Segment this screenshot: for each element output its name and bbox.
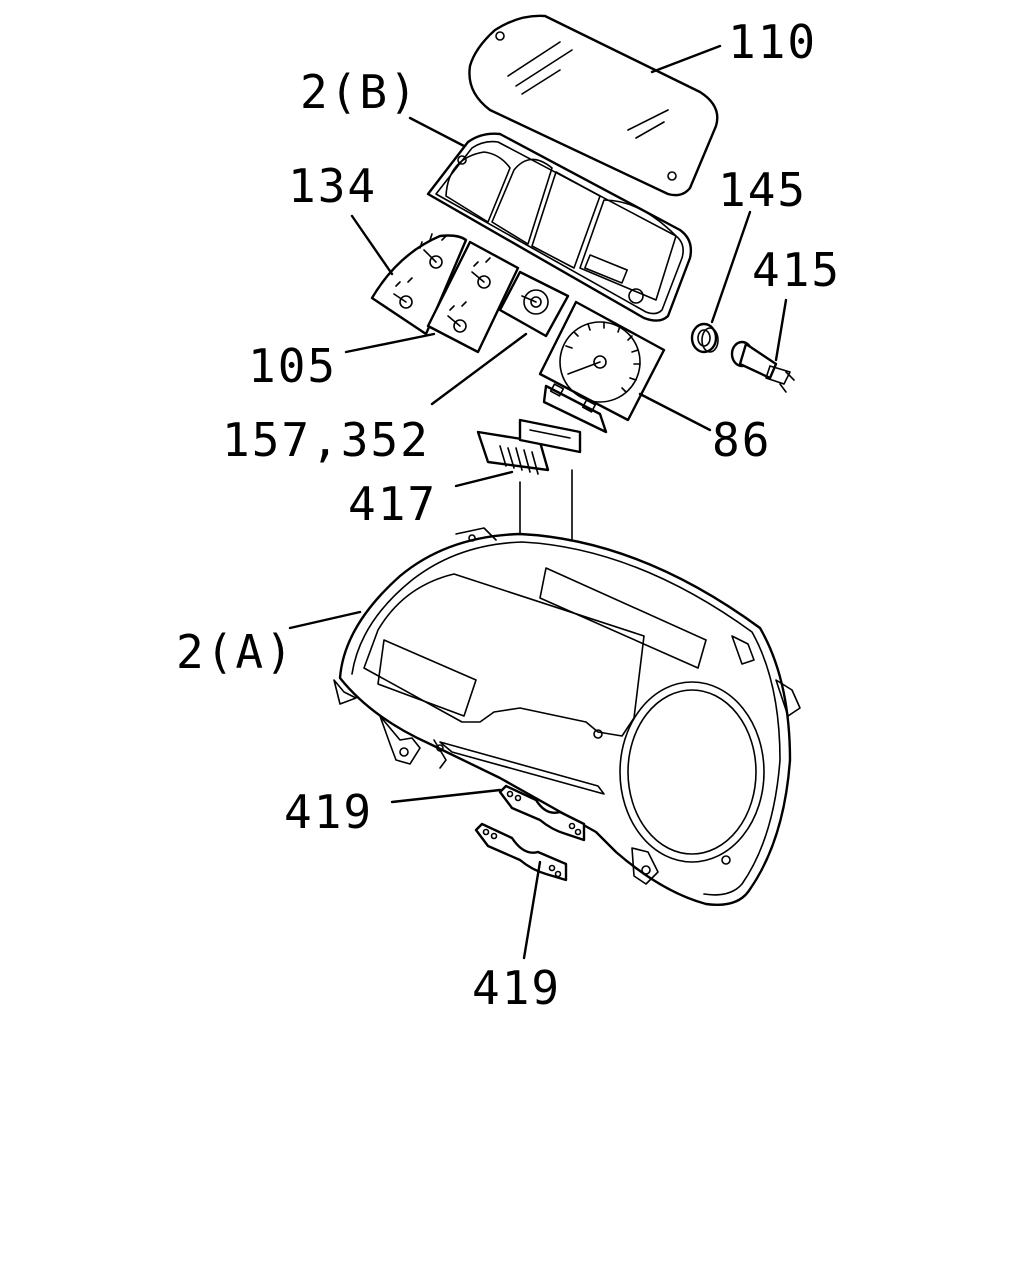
part-145-socket	[690, 322, 719, 354]
part-2a-housing	[333, 527, 801, 906]
label-86: 86	[712, 413, 771, 467]
label-2b: 2(B)	[300, 65, 419, 119]
label-419-upper: 419	[284, 785, 373, 839]
part-2b-bezel	[426, 132, 693, 322]
part-157-352-gauge	[498, 270, 570, 338]
label-419-lower: 419	[472, 961, 561, 1015]
part-419-bracket-lower	[474, 822, 568, 882]
part-110-lens	[468, 14, 719, 197]
label-105: 105	[248, 339, 337, 393]
labels: 110 2(B) 134 145 415 105 157,352 86 417 …	[176, 15, 841, 1015]
label-2a: 2(A)	[176, 625, 295, 679]
leader-lines	[288, 44, 788, 960]
part-105-gauges	[426, 240, 520, 354]
label-110: 110	[728, 15, 817, 69]
label-415: 415	[752, 243, 841, 297]
label-157-352: 157,352	[222, 413, 430, 467]
part-417-connector	[476, 418, 582, 475]
label-145: 145	[718, 163, 807, 217]
label-134: 134	[288, 159, 377, 213]
part-419-bracket-upper	[498, 784, 586, 842]
label-417: 417	[348, 477, 437, 531]
part-86-speedometer	[538, 300, 666, 434]
part-415-bulb	[730, 340, 795, 393]
part-134-gauge	[370, 233, 468, 336]
